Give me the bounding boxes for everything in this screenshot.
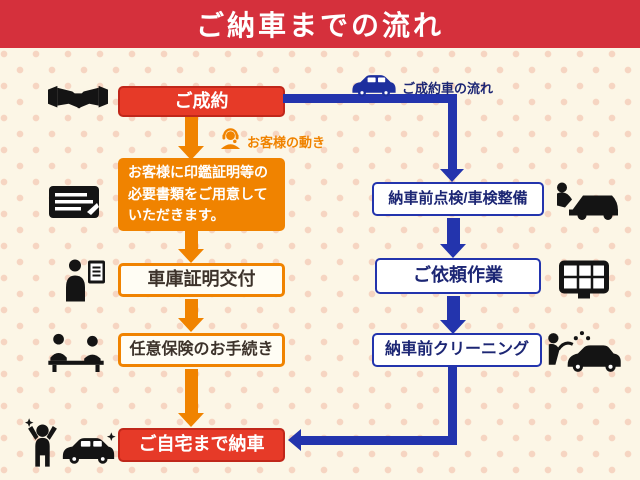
step-documents-text: お客様に印鑑証明等の 必要書類をご用意して いただきます。 xyxy=(128,163,268,224)
arrow-insurance-to-delivery xyxy=(178,369,204,427)
clipboard-person-icon xyxy=(60,257,108,302)
step-home-delivery: ご自宅まで納車 xyxy=(118,428,285,462)
car-flow-label: ご成約車の流れ xyxy=(402,81,494,96)
car-wash-icon xyxy=(545,328,623,377)
car-icon xyxy=(350,72,398,99)
connector-cleaning-to-delivery-horizontal xyxy=(300,436,457,445)
people-desk-icon xyxy=(46,331,106,372)
arrow-documents-to-garage xyxy=(178,231,204,263)
step-documents: お客様に印鑑証明等の 必要書類をご用意して いただきます。 xyxy=(118,158,285,231)
arrow-work-to-cleaning xyxy=(440,296,466,334)
step-contract: ご成約 xyxy=(118,86,285,117)
arrow-inspection-to-work xyxy=(440,218,466,258)
step-garage-certificate: 車庫証明交付 xyxy=(118,263,285,297)
page-title: ご納車までの流れ xyxy=(195,10,444,41)
step-garage-certificate-label: 車庫証明交付 xyxy=(147,269,256,290)
connector-cleaning-to-delivery-vertical xyxy=(448,367,457,444)
header-banner: ご納車までの流れ xyxy=(0,0,640,48)
step-pre-delivery-inspection: 納車前点検/車検整備 xyxy=(372,182,544,216)
connector-contract-to-inspection-horizontal xyxy=(283,94,457,103)
step-requested-work-label: ご依頼作業 xyxy=(413,265,503,286)
step-requested-work: ご依頼作業 xyxy=(375,258,541,294)
step-pre-delivery-inspection-label: 納車前点検/車検整備 xyxy=(388,190,528,207)
handshake-icon xyxy=(48,81,108,117)
step-insurance: 任意保険のお手続き xyxy=(118,333,285,367)
connector-contract-to-inspection-vertical xyxy=(448,94,457,170)
connector-arrowhead-left xyxy=(288,429,301,451)
step-contract-label: ご成約 xyxy=(174,90,229,111)
customer-flow-label: お客様の動き xyxy=(247,135,326,150)
step-pre-delivery-cleaning: 納車前クリーニング xyxy=(372,333,542,367)
connector-arrowhead-down xyxy=(440,169,464,182)
step-insurance-label: 任意保険のお手続き xyxy=(129,341,274,359)
car-navigation-icon xyxy=(558,259,610,300)
arrow-garage-to-insurance xyxy=(178,299,204,332)
document-icon xyxy=(48,185,100,219)
celebrating-person-icon xyxy=(25,417,60,469)
delivery-car-icon xyxy=(60,432,117,467)
step-pre-delivery-cleaning-label: 納車前クリーニング xyxy=(384,341,529,359)
mechanic-icon xyxy=(552,176,618,221)
headset-person-icon xyxy=(219,127,242,150)
flow-canvas: ご成約 ご成約車の流れ xyxy=(0,48,640,480)
arrow-contract-to-documents xyxy=(178,117,204,160)
step-home-delivery-label: ご自宅まで納車 xyxy=(138,434,265,455)
